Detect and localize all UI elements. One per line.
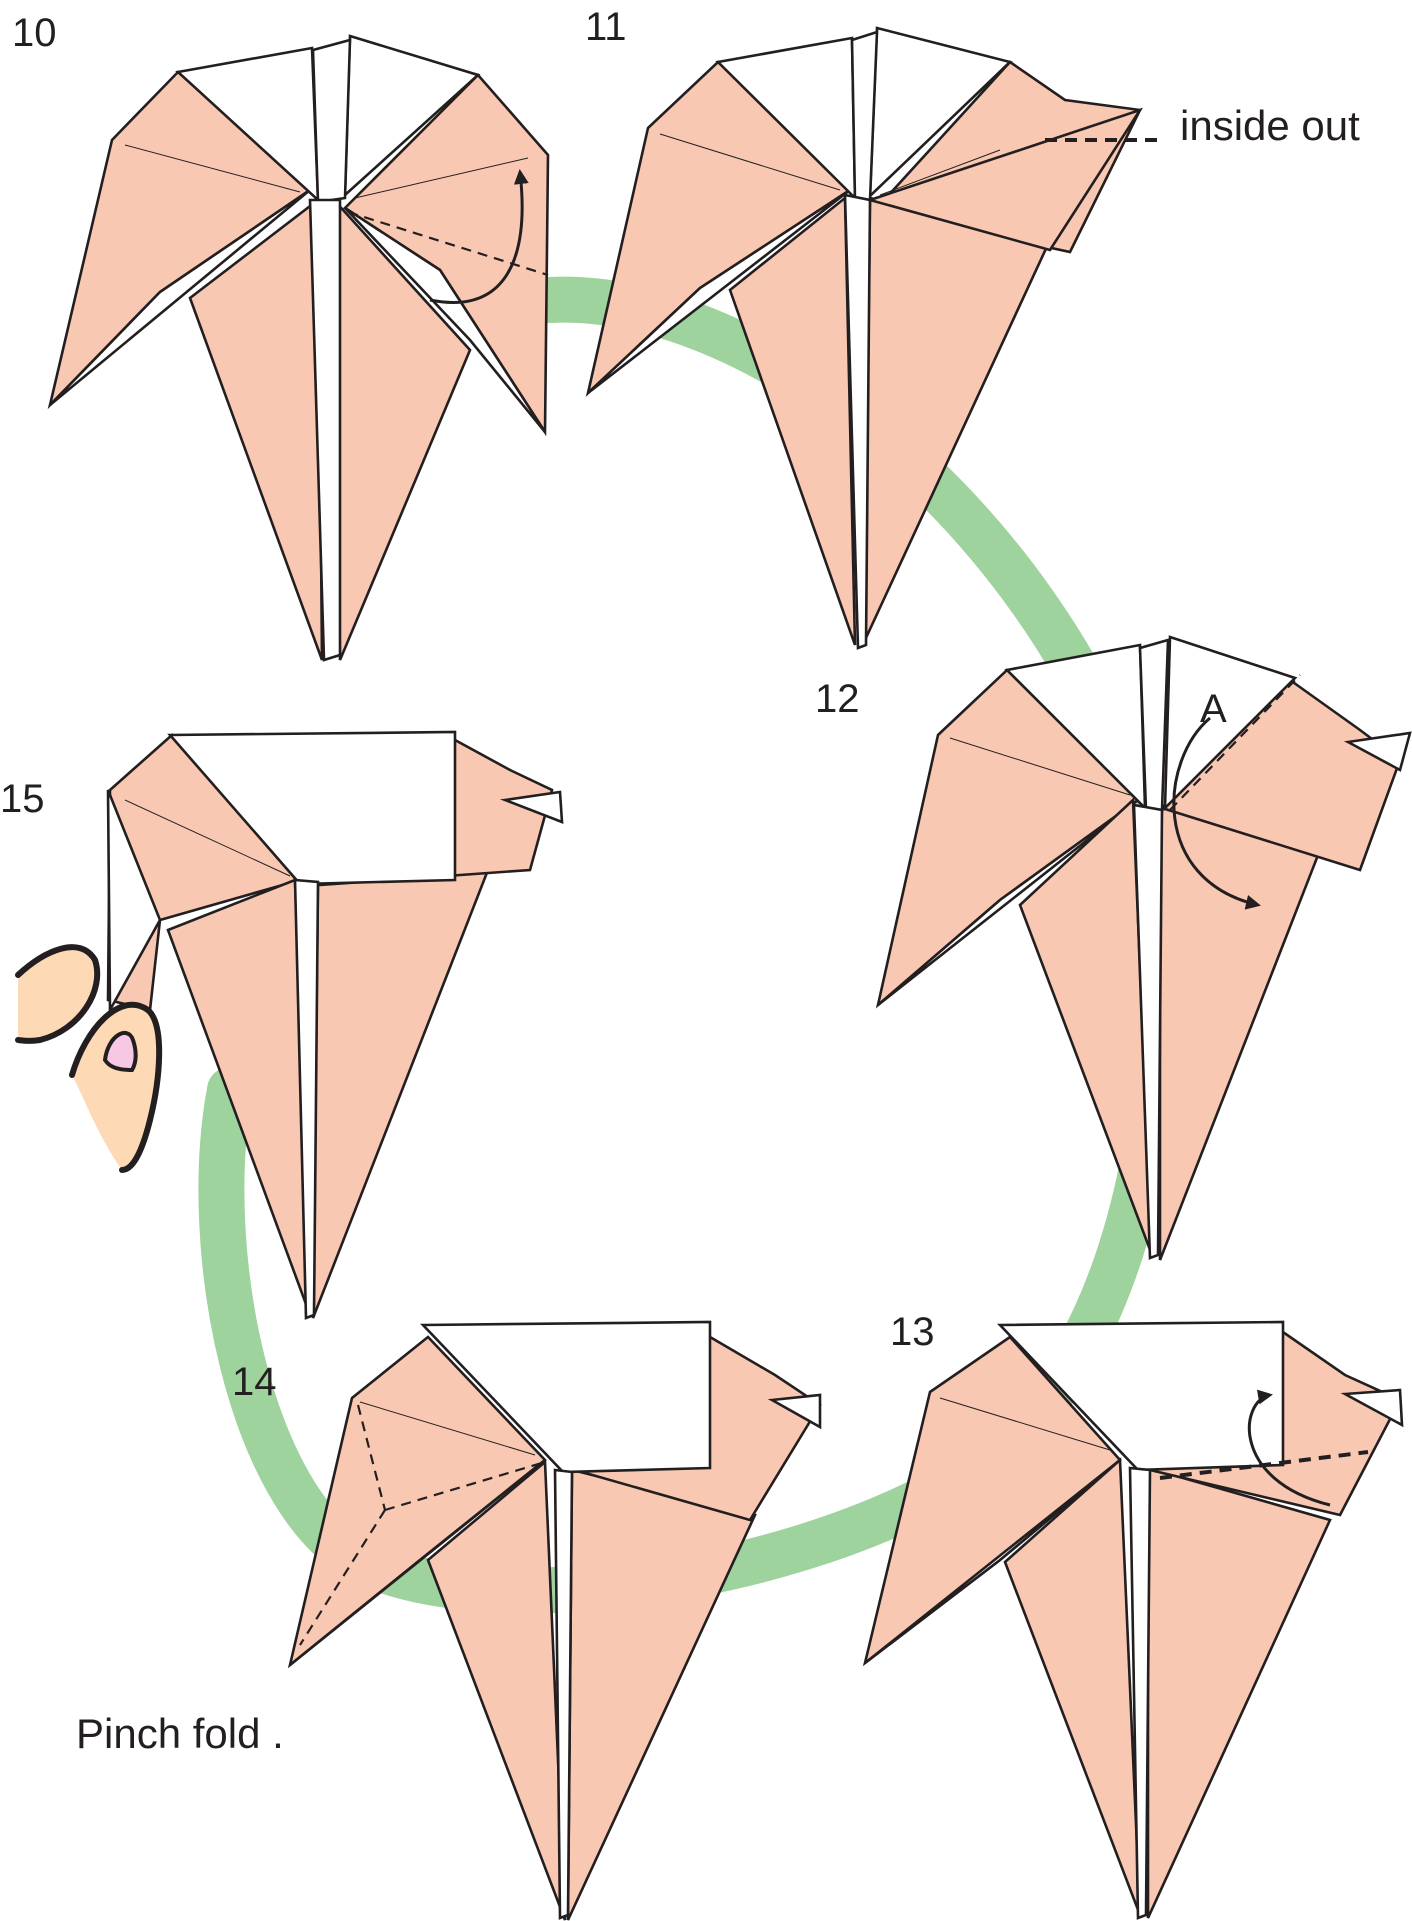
step-10-figure	[47, 34, 550, 662]
pinching-fingers-icon	[15, 944, 163, 1173]
step-11-figure	[585, 26, 1158, 650]
step-11-number: 11	[585, 5, 627, 49]
step-14-figure	[287, 1320, 822, 1921]
step-13-number: 13	[890, 1310, 935, 1354]
step-12-number: 12	[815, 677, 860, 721]
step-13-figure	[862, 1320, 1404, 1920]
step-14-number: 14	[232, 1360, 277, 1404]
step-12-figure	[875, 635, 1412, 1261]
step-12-marker-a: A	[1200, 687, 1227, 731]
step-11-note: inside out	[1180, 102, 1360, 149]
step-10-number: 10	[12, 11, 57, 55]
step-15-figure	[106, 730, 564, 1320]
step-14-note: Pinch fold .	[76, 1710, 284, 1757]
step-15-number: 15	[0, 777, 45, 821]
